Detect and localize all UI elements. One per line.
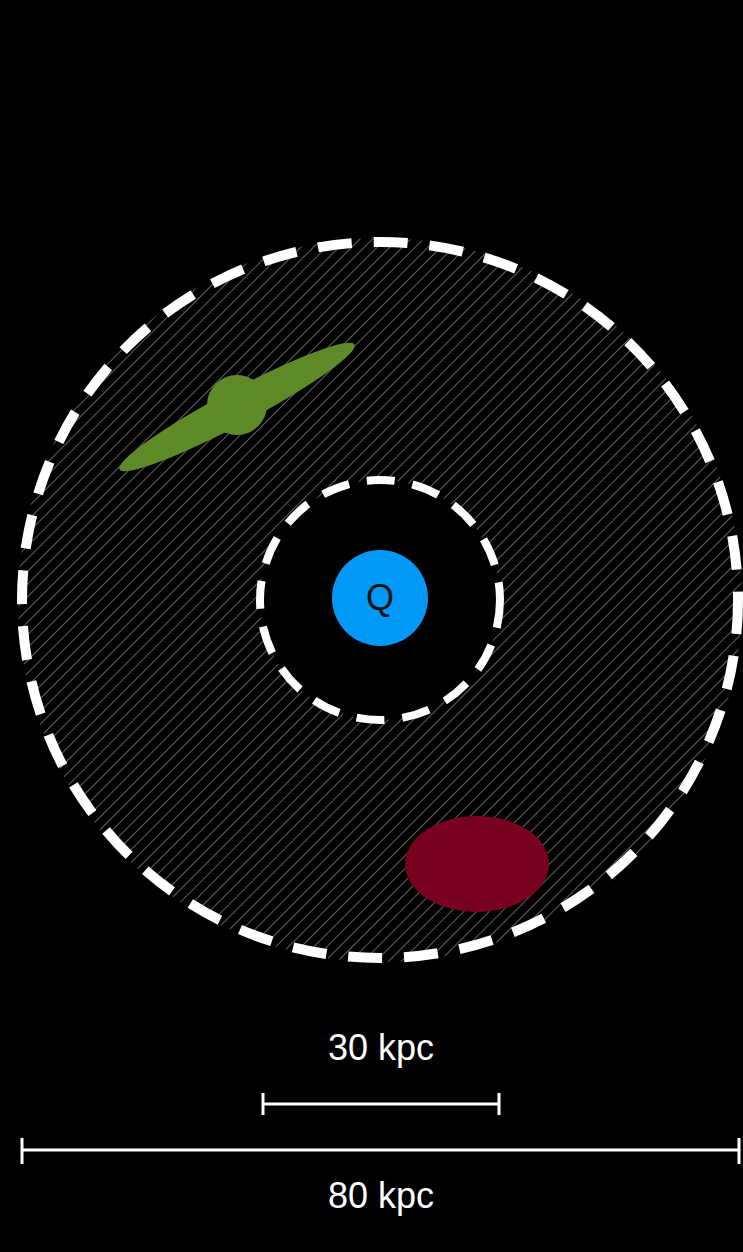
outer-dashed-circle bbox=[22, 242, 738, 958]
green-galaxy bbox=[112, 330, 363, 485]
scale-label: 80 kpc bbox=[328, 1176, 434, 1216]
hatched-annulus bbox=[18, 238, 742, 962]
scale-bar-30 bbox=[263, 1093, 499, 1115]
red-galaxy bbox=[405, 816, 549, 912]
scale-bar-80 bbox=[22, 1138, 739, 1164]
node-label: Q bbox=[366, 580, 394, 616]
scale-label: 30 kpc bbox=[328, 1028, 434, 1068]
inner-dashed-circle bbox=[260, 480, 500, 720]
quasar-circle: Q bbox=[332, 550, 428, 646]
